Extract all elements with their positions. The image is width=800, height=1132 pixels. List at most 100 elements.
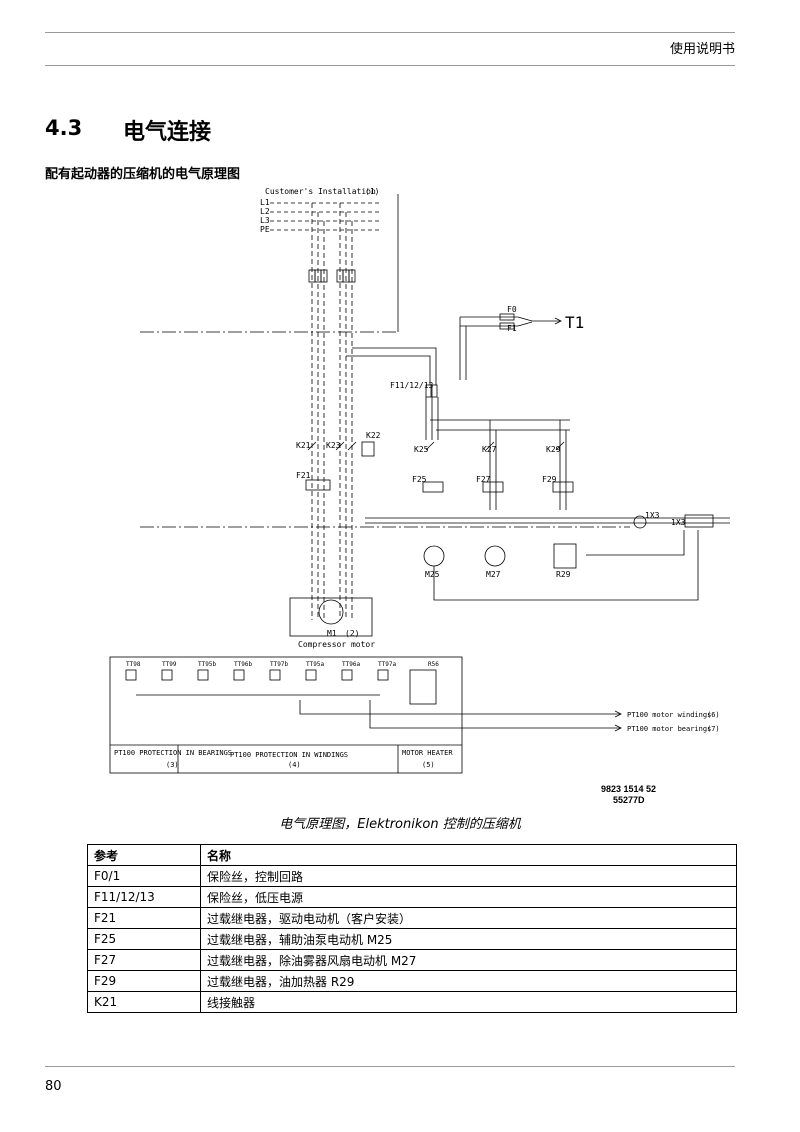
- lv-distribution: [425, 397, 439, 440]
- ref-cell: F25: [87, 928, 201, 950]
- name-cell: 过载继电器，辅助油泵电动机 M25: [200, 928, 737, 950]
- r29-label: R29: [556, 570, 571, 579]
- fuse-f11: [425, 384, 432, 398]
- ref-cell: F21: [87, 907, 201, 929]
- pt100-bearings-output: PT100 motor bearings: [627, 725, 711, 733]
- customer-installation-label: Customer's Installation: [265, 187, 376, 196]
- main-feeders: [311, 203, 353, 620]
- heater-return: [586, 530, 685, 556]
- x3-label-a: 1X3: [645, 511, 660, 520]
- line-pe: PE: [260, 225, 270, 234]
- k25-label: K25: [414, 445, 429, 454]
- name-cell: 保险丝，控制回路: [200, 865, 737, 887]
- pt100-output-arrows: [614, 710, 622, 732]
- terminal-strip-1x3: [684, 514, 714, 528]
- f1-label: F1: [507, 324, 517, 333]
- f21-label: F21: [296, 471, 311, 480]
- contactor-k21-k23: [307, 441, 357, 451]
- name-cell: 过载继电器，油加热器 R29: [200, 970, 737, 992]
- m25-label: M25: [425, 570, 440, 579]
- page-number: 80: [45, 1079, 62, 1094]
- name-cell: 过载继电器，除油雾器风扇电动机 M27: [200, 949, 737, 971]
- pt100-bearings-label: PT100 PROTECTION IN BEARINGS: [114, 749, 232, 757]
- header-name: 名称: [200, 844, 737, 866]
- contactor-k22: [361, 441, 375, 457]
- heater-r29: [553, 543, 577, 569]
- relay-f25: [422, 481, 444, 493]
- sensor-label: TT96a: [342, 661, 360, 668]
- ref-cell: F11/12/13: [87, 886, 201, 908]
- sensor-label: TT97b: [270, 661, 288, 668]
- f0-label: F0: [507, 305, 517, 314]
- motor-m1: [318, 599, 344, 625]
- k27-label: K27: [482, 445, 497, 454]
- sensor-label: TT98: [126, 661, 141, 668]
- pt100-windings-label: PT100 PROTECTION IN WINDINGS: [230, 751, 348, 759]
- f27-label: F27: [476, 475, 491, 484]
- sensor-label: TT99: [162, 661, 177, 668]
- callout-7: (7): [707, 725, 720, 733]
- line-l2: L2: [260, 207, 270, 216]
- sensor-label: TT95b: [198, 661, 216, 668]
- fuse: [348, 269, 356, 283]
- ref-cell: F29: [87, 970, 201, 992]
- pt100-output-lines: [136, 694, 620, 729]
- diagram-heading: 配有起动器的压缩机的电气原理图: [45, 167, 241, 182]
- top-rule: [45, 32, 735, 33]
- name-cell: 过载继电器，驱动电动机（客户安装）: [200, 907, 737, 929]
- electrical-schematic: Customer's Installation (1) L1 L2 L3 PE …: [109, 187, 730, 774]
- sensor-label: TT95a: [306, 661, 324, 668]
- lv-supply: [346, 347, 437, 385]
- t1-arrow-line: [517, 316, 560, 327]
- section-number: 4.3: [45, 116, 83, 140]
- contactor-k25-k27-k29: [425, 441, 565, 451]
- ref-cell: F0/1: [87, 865, 201, 887]
- footer-rule: [45, 1066, 735, 1067]
- header-rule: [45, 65, 735, 66]
- motor-m25: [423, 545, 445, 567]
- m27-label: M27: [486, 570, 501, 579]
- f11-label: F11/12/13: [390, 381, 434, 390]
- ref-cell: K21: [87, 991, 201, 1013]
- callout-3: (3): [166, 761, 179, 769]
- relay-f29: [552, 481, 574, 493]
- drawing-number-line1: 9823 1514 52: [601, 784, 657, 794]
- relay-f27: [482, 481, 504, 493]
- drawing-number-line2: 55277D: [613, 795, 645, 805]
- k21-label: K21: [296, 441, 311, 450]
- line-l3: L3: [260, 216, 270, 225]
- motor-heater-label: MOTOR HEATER: [402, 749, 453, 757]
- t1-label: T1: [565, 313, 584, 332]
- motor-heater-element: [409, 669, 437, 705]
- fuse-f0: [499, 313, 515, 321]
- name-cell: 线接触器: [200, 991, 737, 1013]
- motor-m27: [484, 545, 506, 567]
- f25-label: F25: [412, 475, 427, 484]
- name-cell: 保险丝，低压电源: [200, 886, 737, 908]
- fuse: [320, 269, 328, 283]
- compressor-motor-label: Compressor motor: [298, 640, 375, 649]
- f29-label: F29: [542, 475, 557, 484]
- fuse-f12: [431, 384, 438, 398]
- relay-f21: [305, 479, 331, 491]
- callout-6: (6): [707, 711, 720, 719]
- sensor-symbols: [125, 669, 389, 681]
- r56-label: R56: [428, 661, 439, 668]
- callout-2: (2): [345, 629, 359, 638]
- callout-5: (5): [422, 761, 435, 769]
- section-title: 电气连接: [123, 120, 212, 145]
- sensor-label: TT96b: [234, 661, 252, 668]
- k22-label: K22: [366, 431, 381, 440]
- x3-label-b: 1X3: [671, 518, 686, 527]
- return-line: [433, 530, 699, 601]
- terminal-1x3: [633, 515, 647, 529]
- pt100-box: [109, 656, 463, 774]
- callout-1: (1): [365, 187, 379, 196]
- line-l1: L1: [260, 198, 270, 207]
